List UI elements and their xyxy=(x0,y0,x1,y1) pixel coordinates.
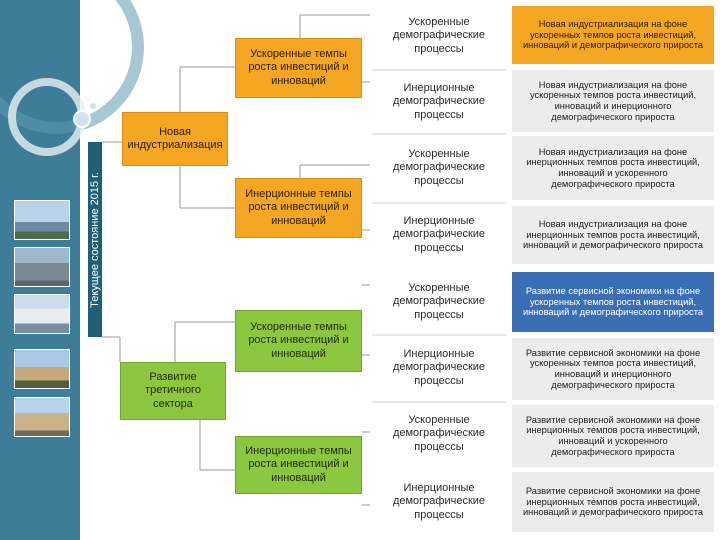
city-photo-2 xyxy=(14,247,70,287)
factor-inertial-investment: Инерционные темпы роста инвестиций и инн… xyxy=(235,178,362,238)
scenario-text: Развитие сервисной экономики на фоне уск… xyxy=(522,286,704,318)
scenario-result: Развитие сервисной экономики на фоне уск… xyxy=(512,338,714,400)
scenario-result: Новая индустриализация на фоне ускоренны… xyxy=(512,70,714,132)
scenario-result: Развитие сервисной экономики на фоне ине… xyxy=(512,405,714,467)
factor-label: Ускоренные темпы роста инвестиций и инно… xyxy=(248,47,349,87)
city-photo-5 xyxy=(14,397,70,437)
scenario-result: Новая индустриализация на фоне инерционн… xyxy=(512,136,714,200)
demographic-label: Ускоренные демографические процессы xyxy=(392,413,486,453)
factor-label: Инерционные темпы роста инвестиций и инн… xyxy=(245,444,352,484)
scenario-text: Развитие сервисной экономики на фоне ине… xyxy=(522,486,704,518)
factor-label: Ускоренные темпы роста инвестиций и инно… xyxy=(248,320,349,360)
scenario-result: Новая индустриализация на фоне инерционн… xyxy=(512,206,714,264)
demographic-label: Инерционные демографические процессы xyxy=(392,214,486,254)
scenario-result: Развитие сервисной экономики на фоне ине… xyxy=(512,472,714,532)
demographic-accelerated: Ускоренные демографические процессы xyxy=(372,6,506,66)
demographic-accelerated: Ускоренные демографические процессы xyxy=(372,137,506,199)
city-photo-3 xyxy=(14,294,70,334)
decorative-dot xyxy=(73,110,91,128)
factor-accelerated-investment: Ускоренные темпы роста инвестиций и инно… xyxy=(235,310,362,372)
vertical-label-box xyxy=(88,142,102,337)
branch-label: Развитие третичного сектора xyxy=(145,370,201,410)
city-photo-4 xyxy=(14,349,70,389)
branch-new-industrialization: Новая индустриализация xyxy=(122,112,228,166)
demographic-label: Инерционные демографические процессы xyxy=(392,481,486,521)
demographic-label: Ускоренные демографические процессы xyxy=(392,147,486,187)
scenario-text: Новая индустриализация на фоне инерционн… xyxy=(526,146,700,189)
city-photo-1 xyxy=(14,200,70,240)
scenario-text: Новая индустриализация на фоне инерционн… xyxy=(522,219,704,251)
scenario-text: Новая индустриализация на фоне ускоренны… xyxy=(529,79,697,122)
demographic-inertial: Инерционные демографические процессы xyxy=(372,338,506,398)
factor-label: Инерционные темпы роста инвестиций и инн… xyxy=(245,187,352,227)
scenario-result: Развитие сервисной экономики на фоне уск… xyxy=(512,272,714,332)
scenario-result: Новая индустриализация на фоне ускоренны… xyxy=(512,6,714,64)
demographic-accelerated: Ускоренные демографические процессы xyxy=(372,405,506,463)
branch-tertiary-sector: Развитие третичного сектора xyxy=(120,362,226,420)
branch-label: Новая индустриализация xyxy=(127,125,223,151)
demographic-inertial: Инерционные демографические процессы xyxy=(372,206,506,264)
demographic-label: Ускоренные демографические процессы xyxy=(392,281,486,321)
demographic-accelerated: Ускоренные демографические процессы xyxy=(372,272,506,332)
demographic-inertial: Инерционные демографические процессы xyxy=(372,470,506,534)
demographic-label: Инерционные демографические процессы xyxy=(392,347,486,387)
scenario-text: Развитие сервисной экономики на фоне уск… xyxy=(525,347,701,390)
scenario-text: Развитие сервисной экономики на фоне ине… xyxy=(525,414,701,457)
factor-accelerated-investment: Ускоренные темпы роста инвестиций и инно… xyxy=(235,38,362,98)
factor-inertial-investment: Инерционные темпы роста инвестиций и инн… xyxy=(235,436,362,494)
decorative-dot-small xyxy=(90,103,96,109)
demographic-inertial: Инерционные демографические процессы xyxy=(372,73,506,131)
demographic-label: Инерционные демографические процессы xyxy=(392,81,486,121)
demographic-label: Ускоренные демографические процессы xyxy=(392,15,486,55)
scenario-text: Новая индустриализация на фоне ускоренны… xyxy=(522,19,704,51)
